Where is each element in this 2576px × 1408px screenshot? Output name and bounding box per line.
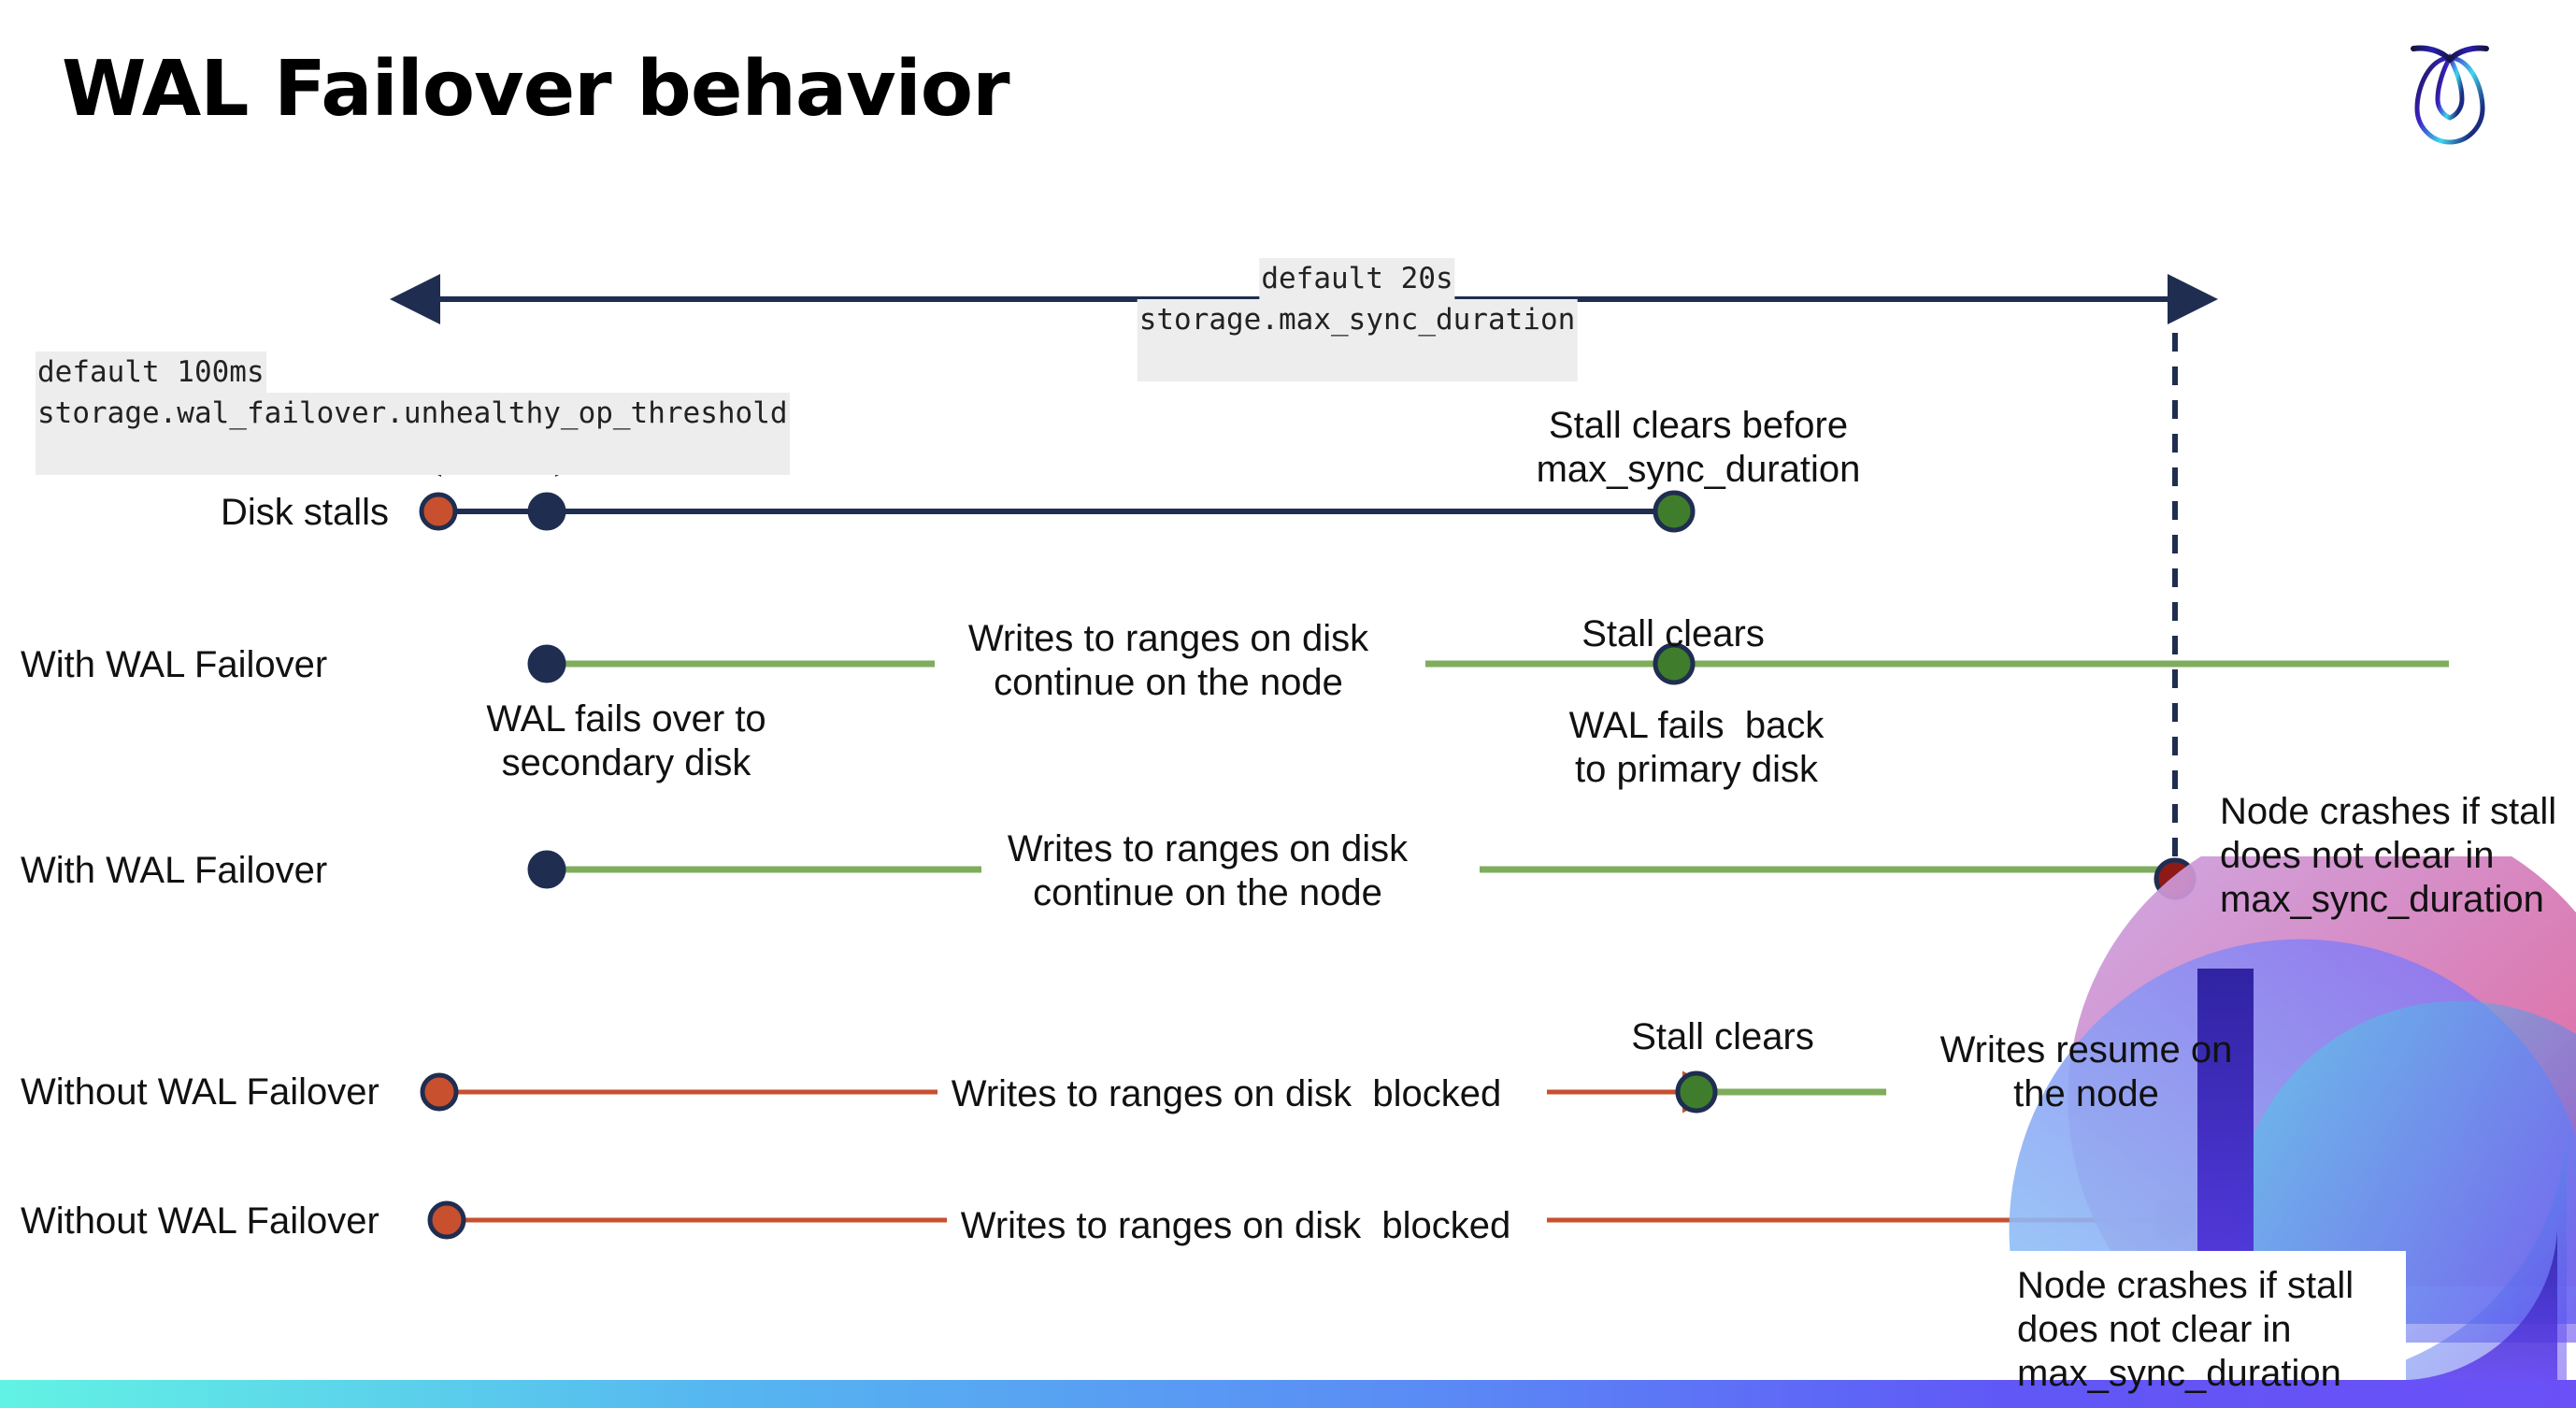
annotation-stall-clears-before: Stall clears before max_sync_duration: [1536, 405, 1861, 491]
annotation-stall-clears-row2: Stall clears: [1581, 613, 1765, 654]
setting-default-value: default 20s: [1261, 262, 1453, 295]
annotation-writes-blocked-row5: Writes to ranges on disk blocked: [960, 1205, 1511, 1246]
row-label-disk-stalls: Disk stalls: [221, 492, 390, 533]
row-without-wal-failover-clears-track: [420, 1070, 2454, 1113]
marker-stall-clears: [1653, 642, 1696, 685]
row-label-with-wal-failover-clears: With WAL Failover: [21, 644, 328, 685]
marker-stall-start: [419, 492, 458, 531]
annotation-writes-continue-row3: Writes to ranges on disk continue on the…: [1007, 828, 1409, 914]
row-label-without-wal-failover-crash: Without WAL Failover: [21, 1200, 379, 1242]
annotation-writes-continue-row2: Writes to ranges on disk continue on the…: [967, 618, 1369, 704]
annotation-writes-blocked-row4: Writes to ranges on disk blocked: [951, 1073, 1502, 1114]
annotation-wal-fails-over: WAL fails over to secondary disk: [486, 698, 766, 784]
marker-node-crash: [2154, 857, 2197, 900]
marker-stall-clears: [1653, 490, 1696, 533]
page-title: WAL Failover behavior: [62, 45, 1010, 134]
marker-stall-start: [427, 1200, 466, 1240]
row-label-without-wal-failover-clears: Without WAL Failover: [21, 1071, 379, 1113]
setting-unhealthy-op-threshold-name: storage.wal_failover.unhealthy_op_thresh…: [36, 393, 790, 476]
annotation-node-crashes-row5: Node crashes if stall does not clear in …: [2017, 1265, 2354, 1395]
marker-wal-failover-start: [527, 644, 566, 683]
row-label-with-wal-failover-crash: With WAL Failover: [21, 850, 328, 891]
marker-stall-start: [420, 1072, 459, 1112]
annotation-wal-fails-back: WAL fails back to primary disk: [1568, 705, 1825, 791]
marker-wal-failover-start: [527, 850, 566, 889]
row-disk-stalls-track: [419, 490, 1696, 533]
annotation-stall-clears-row4: Stall clears: [1631, 1016, 1814, 1057]
marker-node-crash: [2154, 1199, 2197, 1242]
row-with-wal-failover-clears-track: [527, 642, 2449, 685]
annotation-node-crashes-row3: Node crashes if stall does not clear in …: [2220, 791, 2557, 921]
annotation-writes-resume: Writes resume on the node: [1939, 1029, 2233, 1115]
marker-stall-clears: [1675, 1070, 1718, 1113]
setting-max-sync-duration-name: storage.max_sync_duration: [1137, 299, 1578, 382]
cockroachdb-logo: [2389, 28, 2511, 159]
marker-threshold-exceeded: [527, 492, 566, 531]
bottom-gradient-band: [0, 1380, 2576, 1408]
